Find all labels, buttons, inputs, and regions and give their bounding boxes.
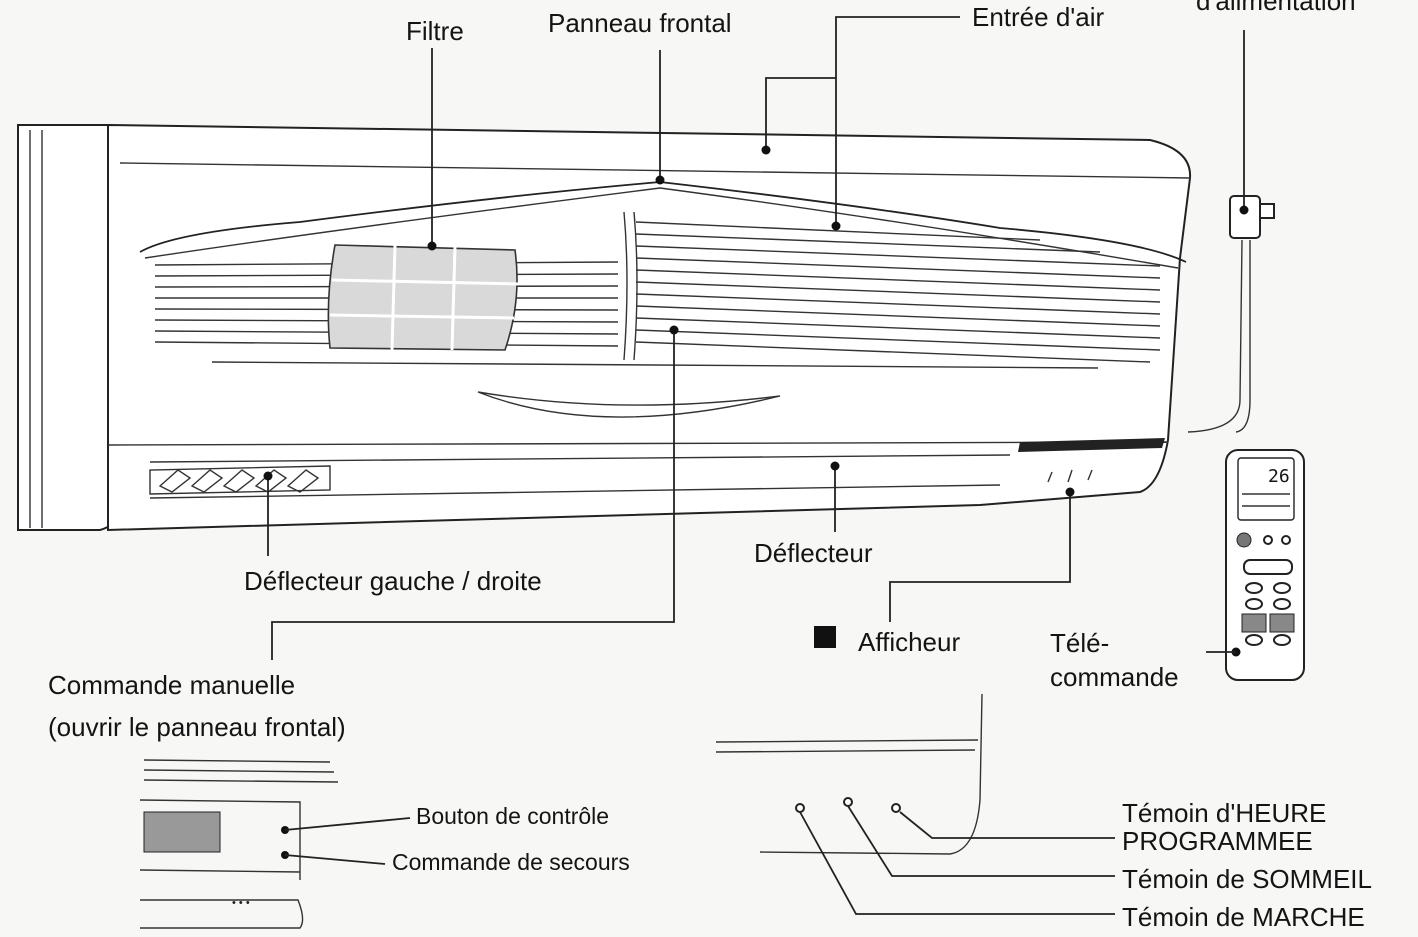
label-telecommande-1: Télé- xyxy=(1050,628,1109,658)
label-temoin-heure-2: PROGRAMMEE xyxy=(1122,826,1313,856)
display-marker-icon xyxy=(814,626,836,648)
remote-control-icon: 26 xyxy=(1225,449,1305,681)
label-alimentation: d'alimentation xyxy=(1196,0,1356,16)
label-bouton-controle: Bouton de contrôle xyxy=(416,803,609,829)
label-entree-air: Entrée d'air xyxy=(972,2,1104,32)
filter-mesh-icon xyxy=(327,244,519,351)
indoor-unit xyxy=(17,123,1192,532)
label-panneau-frontal: Panneau frontal xyxy=(548,8,732,38)
remote-display-temperature: 26 xyxy=(1268,466,1290,487)
indicator-inset xyxy=(715,693,983,855)
leader-lines xyxy=(263,16,1249,915)
label-filtre: Filtre xyxy=(406,16,464,46)
label-commande-secours: Commande de secours xyxy=(392,849,630,875)
svg-text:• • •: • • • xyxy=(232,897,250,909)
grille-right xyxy=(635,221,1161,363)
unit-body xyxy=(107,123,1192,532)
label-deflecteur-gauche-droite: Déflecteur gauche / droite xyxy=(244,566,542,596)
unit-indicators xyxy=(1047,469,1093,483)
label-temoin-marche: Témoin de MARCHE xyxy=(1122,902,1365,932)
emblem xyxy=(477,391,781,418)
label-deflecteur: Déflecteur xyxy=(754,538,873,568)
label-temoin-heure-1: Témoin d'HEURE xyxy=(1122,798,1326,828)
label-temoin-sommeil: Témoin de SOMMEIL xyxy=(1122,864,1372,894)
label-afficheur: Afficheur xyxy=(858,627,960,657)
label-telecommande-2: commande xyxy=(1050,662,1179,692)
display-strip xyxy=(1018,438,1165,452)
label-commande-manuelle-1: Commande manuelle xyxy=(48,670,295,700)
label-commande-manuelle-2: (ouvrir le panneau frontal) xyxy=(48,712,346,742)
labels: Filtre Panneau frontal Entrée d'air d'al… xyxy=(48,0,1372,932)
left-right-deflector-vanes xyxy=(149,465,331,495)
power-plug-icon xyxy=(1187,195,1275,433)
manual-control-inset: • • • xyxy=(139,759,339,929)
